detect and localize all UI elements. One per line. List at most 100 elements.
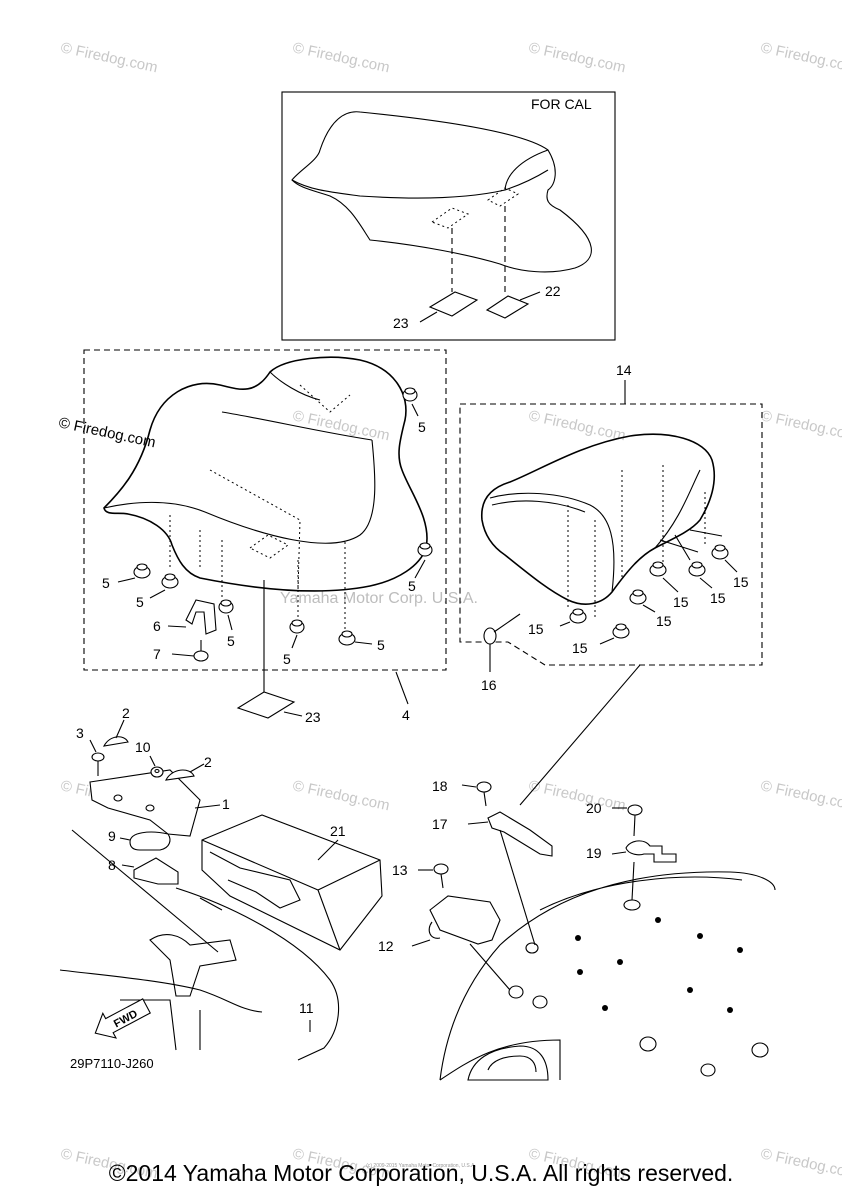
fender-outline [439,1039,561,1081]
seat-hinge [429,895,501,945]
grommet [338,630,356,646]
rear-seat-assembly: 14 15 15 15 15 [459,362,763,806]
leader [283,711,303,717]
callout-5: 5 [136,594,144,610]
watermark: © Firedog.com [291,407,391,444]
front-seat-seam [221,411,373,441]
leader [317,839,339,861]
leader [291,634,298,649]
callout-19: 19 [586,845,602,861]
leader [167,625,187,628]
grommet [569,608,587,624]
pad [102,736,129,747]
callout-6: 6 [153,618,161,634]
leader [611,851,627,855]
rear-seat-outline [481,433,716,605]
leader [519,291,541,301]
bolt [627,804,643,837]
callout-17: 17 [432,816,448,832]
callout-7: 7 [153,646,161,662]
pad-23 [236,691,296,719]
storage-tray [201,814,383,951]
rear-seat-seam [491,500,586,513]
copyright-notice: ©2014 Yamaha Motor Corporation, U.S.A. A… [108,1160,734,1186]
leader [411,403,419,417]
leader [227,614,233,631]
watermarks: © Firedog.com © Firedog.com © Firedog.co… [59,39,842,1182]
callout-11: 11 [299,1000,314,1016]
leader [499,829,536,946]
leader [354,641,373,645]
callout-15: 15 [572,640,588,656]
leader [631,861,635,901]
leader [699,577,713,589]
callout-5: 5 [408,578,416,594]
leader [194,804,221,809]
watermark: © Firedog.com [291,39,391,76]
grommet [218,599,234,614]
callout-23: 23 [305,709,321,725]
grommet [612,623,630,639]
rear-seat-seam [489,492,615,593]
watermark: © Firedog.com [759,39,842,76]
callout-21: 21 [330,823,346,839]
watermark: © Firedog.com [527,777,627,814]
callout-5: 5 [418,419,426,435]
inset-seat-rear [504,149,549,191]
leader [115,719,125,739]
leader [662,577,679,593]
leader [89,739,97,753]
callout-20: 20 [586,800,602,816]
grommet [688,561,706,577]
callout-5: 5 [283,651,291,667]
pad [165,769,195,781]
leader [189,763,205,773]
rear-seat-leaders [659,529,723,561]
callout-9: 9 [108,828,116,844]
fender-opening-inner [487,1055,537,1073]
callout-18: 18 [432,778,448,794]
seat-lock-plate [89,769,201,837]
spacer [129,831,171,851]
callout-13: 13 [392,862,408,878]
inset-for-cal: FOR CAL 23 22 [281,91,616,341]
callout-3: 3 [76,725,84,741]
seat-bracket [185,599,217,635]
callout-5: 5 [377,637,385,653]
leader [411,939,431,947]
front-seat-outline [103,356,428,592]
leader [149,755,156,767]
diagram-code: 29P7110-J260 [70,1056,154,1071]
leader [121,864,135,868]
fine-print: (c) 2009-2015 Yamaha Motor Corporation, … [366,1163,476,1169]
leader [461,784,477,788]
fender-opening [467,1045,549,1081]
leader [71,829,219,953]
leader [171,653,195,657]
callout-15: 15 [710,590,726,606]
storage-tray-detail [209,851,301,909]
inset-seat-edge [291,169,549,199]
fwd-label: FWD [112,1008,140,1030]
callout-22: 22 [545,283,561,299]
watermark: © Firedog.com [59,39,159,76]
callout-23: 23 [393,315,409,331]
rear-seat-seam [654,469,701,549]
callout-15: 15 [528,621,544,637]
center-watermark: Yamaha Motor Corp. U.S.A. [280,590,478,607]
leader [599,637,615,645]
frame-sketch [149,934,237,997]
callout-5: 5 [102,575,110,591]
rear-seat-group-frame [459,403,763,666]
watermark: © Firedog.com [527,407,627,444]
leader [724,559,738,573]
leader [467,821,489,825]
front-seat-group-frame [83,349,447,671]
inset-label: FOR CAL [531,96,592,112]
pad-22 [485,295,530,319]
fender-holes [508,899,769,1077]
front-seat-pad-marker [249,534,289,559]
front-seat-assembly: 5 5 5 5 5 5 5 6 [83,349,447,725]
watermark: © Firedog.com [759,407,842,444]
